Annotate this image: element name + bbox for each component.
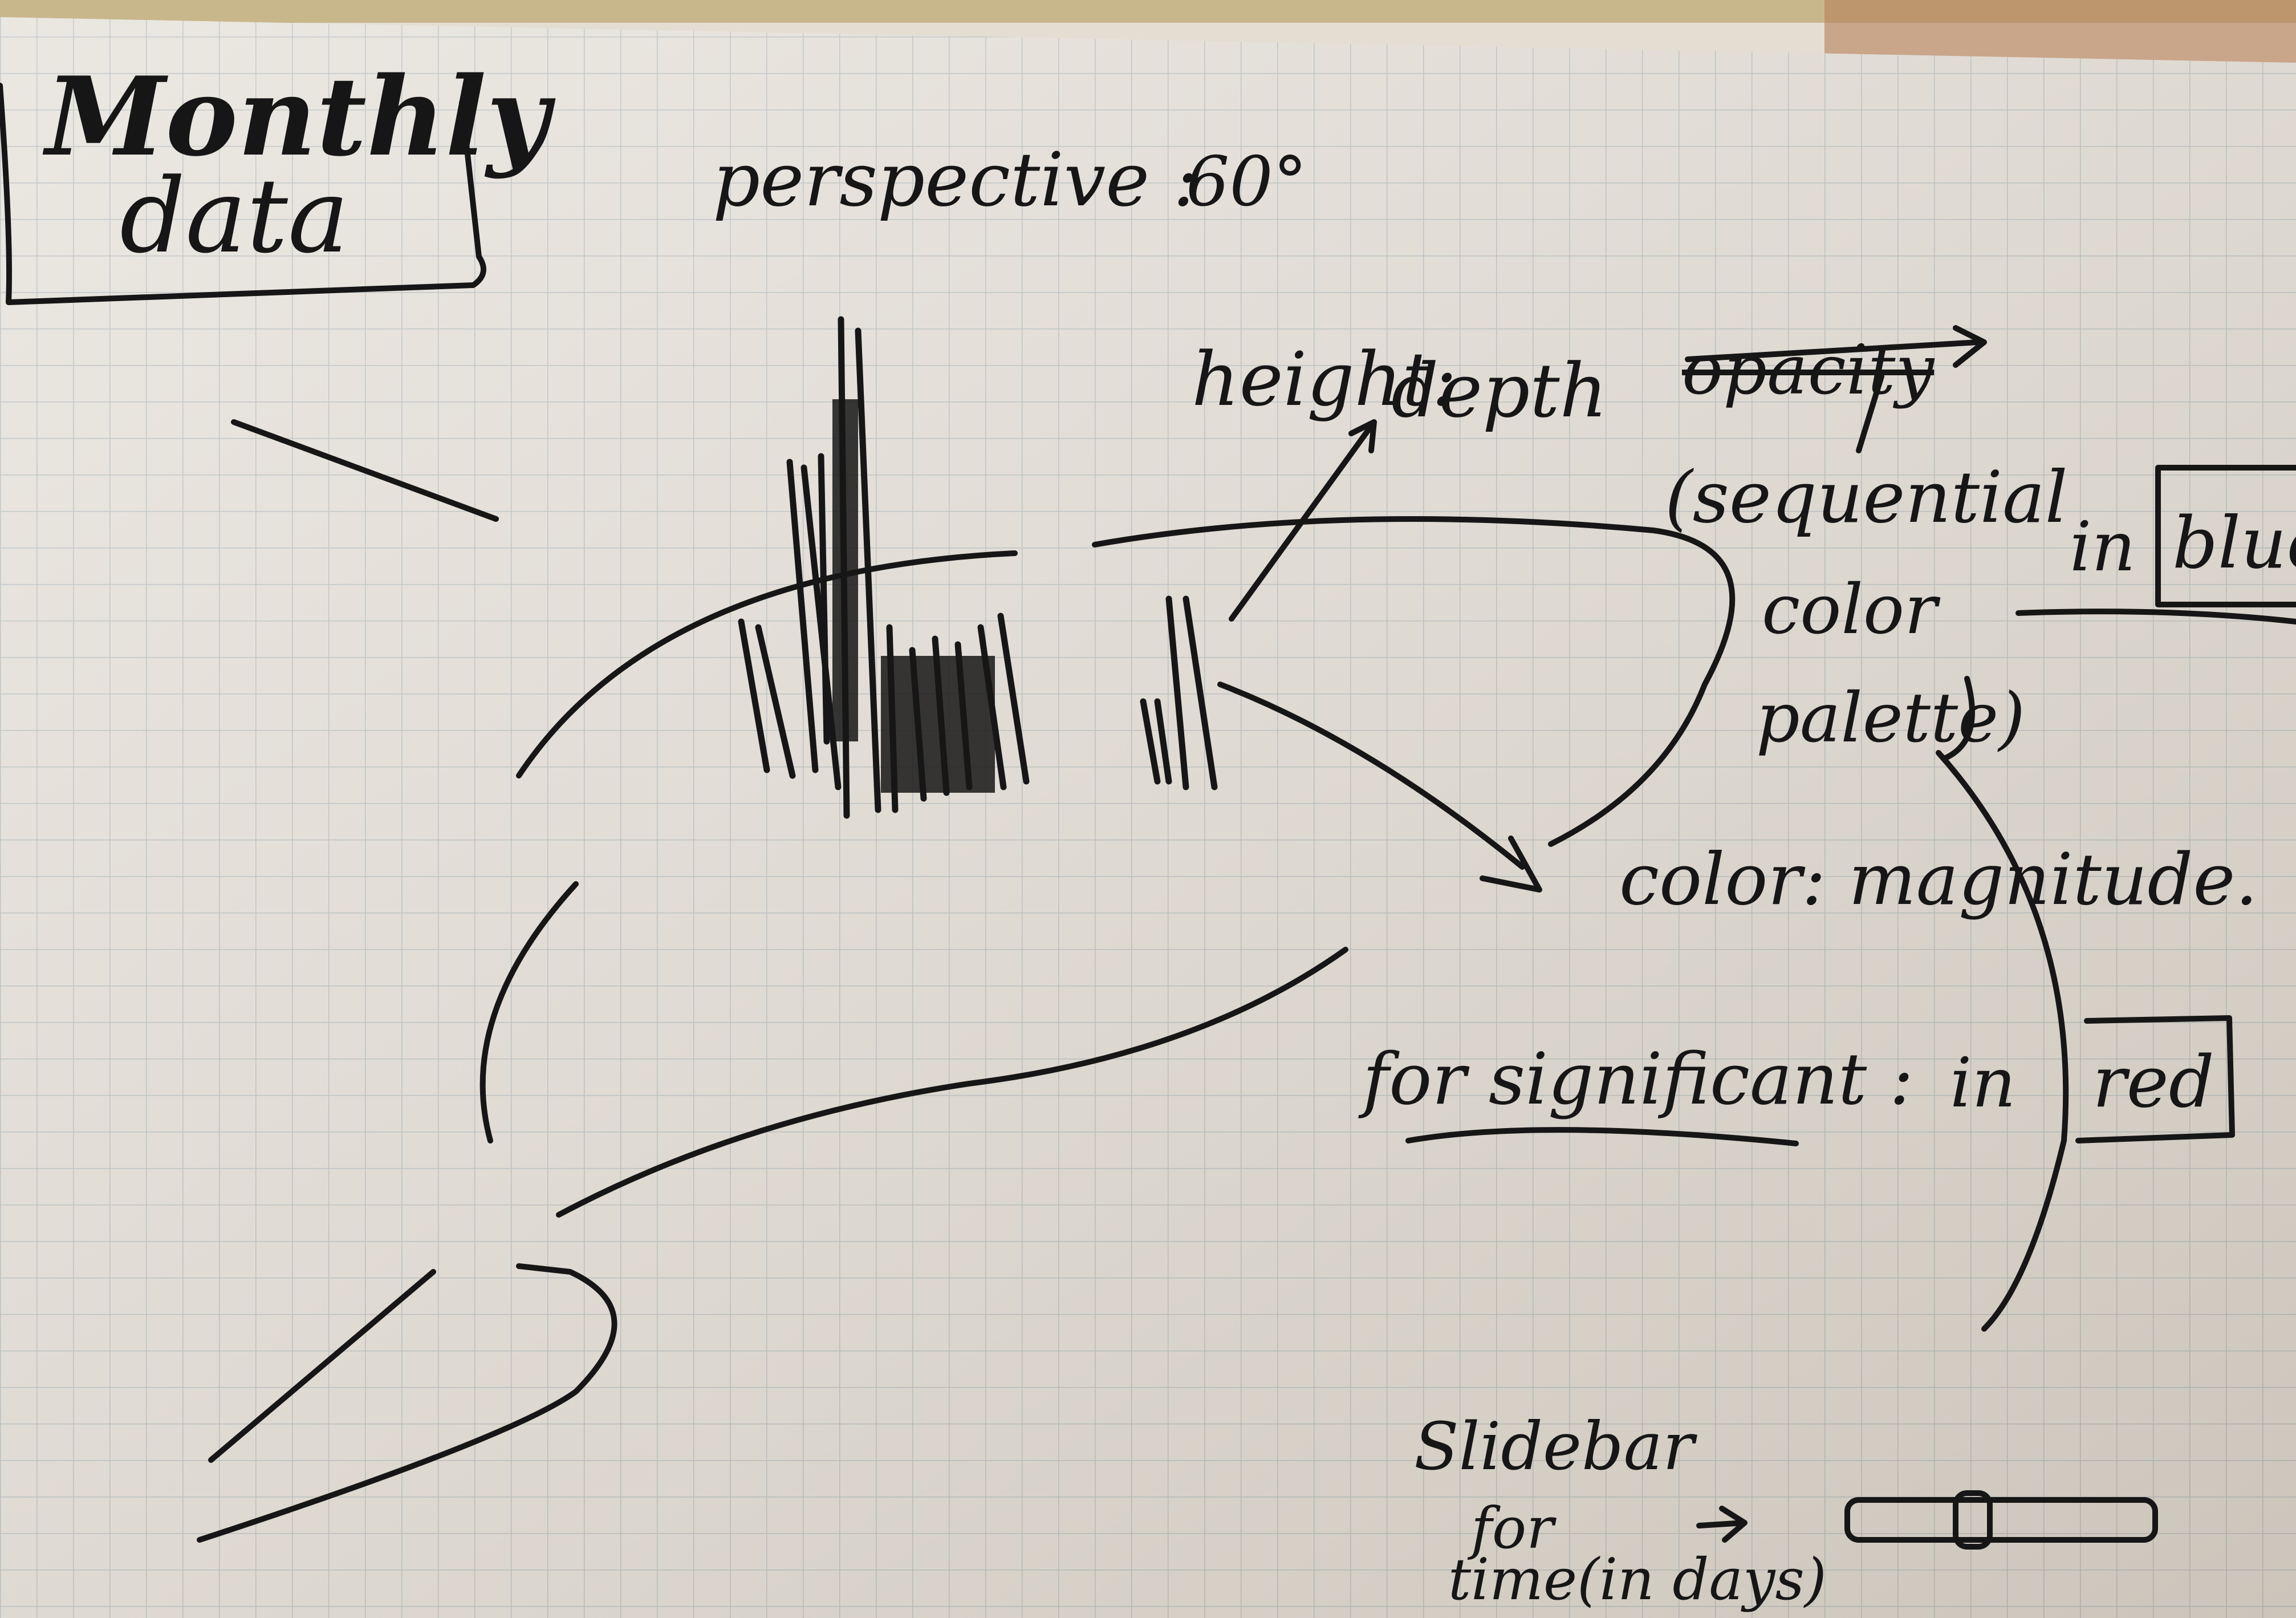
spike-14	[1165, 595, 1189, 790]
spike-3	[786, 459, 819, 773]
page-shading	[0, 17, 2296, 1618]
significant-label: for significant :	[1363, 1038, 1914, 1121]
title-line-2: data	[120, 157, 350, 276]
palette-paren	[1941, 676, 1975, 761]
blue-underline	[2015, 609, 2296, 625]
arrow-opacity-down	[1856, 374, 1884, 453]
perspective-label: perspective :	[713, 136, 1198, 223]
spike-5	[818, 453, 830, 745]
significant-underline	[1405, 1127, 1799, 1146]
arrow-opacity-right	[1685, 325, 1987, 368]
height-value: depth	[1391, 347, 1608, 434]
connector-palette-to-slider	[1936, 750, 2069, 1332]
terrain-stroke-left	[479, 881, 579, 1143]
blue-prefix: in	[2070, 508, 2136, 587]
opacity-crossed-out: opacity	[1682, 331, 1935, 410]
spike-13	[997, 613, 1030, 785]
spike-17	[1154, 698, 1172, 785]
terrain-stroke-bottom-left	[208, 1269, 436, 1463]
palette-note-line-2: color	[1762, 570, 1937, 650]
spike-7	[755, 624, 796, 779]
red-prefix: in	[1950, 1044, 2016, 1123]
blue-word: blue	[2172, 502, 2296, 585]
palette-note-line-3: palette)	[1756, 679, 2026, 758]
terrain-stroke-top-left	[231, 419, 499, 522]
spike-6	[738, 618, 770, 773]
palette-note-line-1: (sequential	[1665, 456, 2068, 539]
slider-arrow	[1696, 1506, 1748, 1543]
terrain-stroke-bottom-loop	[197, 1263, 617, 1543]
slider-thumb	[1953, 1490, 1993, 1550]
spike-15	[1182, 595, 1218, 790]
arrow-to-color	[1217, 682, 1542, 893]
blue-box	[2155, 465, 2296, 607]
terrain-stroke-right-loop	[1092, 516, 1736, 847]
color-mapping-note: color: magnitude.	[1619, 838, 2258, 921]
red-word: red	[2092, 1041, 2214, 1124]
height-label: height:	[1192, 336, 1457, 423]
terrain-stroke-upper	[516, 550, 1018, 778]
slider-note-line-1: Slidebar	[1414, 1409, 1694, 1485]
slider-note-line-2: for	[1471, 1495, 1554, 1562]
slider-note-line-3: time(in days)	[1448, 1546, 1827, 1613]
title-box	[0, 83, 486, 305]
spike-cluster-fill	[881, 656, 995, 793]
slider-track	[1844, 1497, 2158, 1543]
title-line-1: Monthly	[46, 53, 550, 180]
spike-16	[1140, 698, 1161, 785]
perspective-value: 60°	[1186, 143, 1307, 222]
terrain-stroke-lower	[556, 947, 1348, 1218]
spike-2	[855, 327, 881, 813]
red-box	[2075, 1015, 2235, 1143]
tallest-spike-fill	[832, 399, 858, 741]
arrow-to-depth	[1229, 419, 1377, 622]
